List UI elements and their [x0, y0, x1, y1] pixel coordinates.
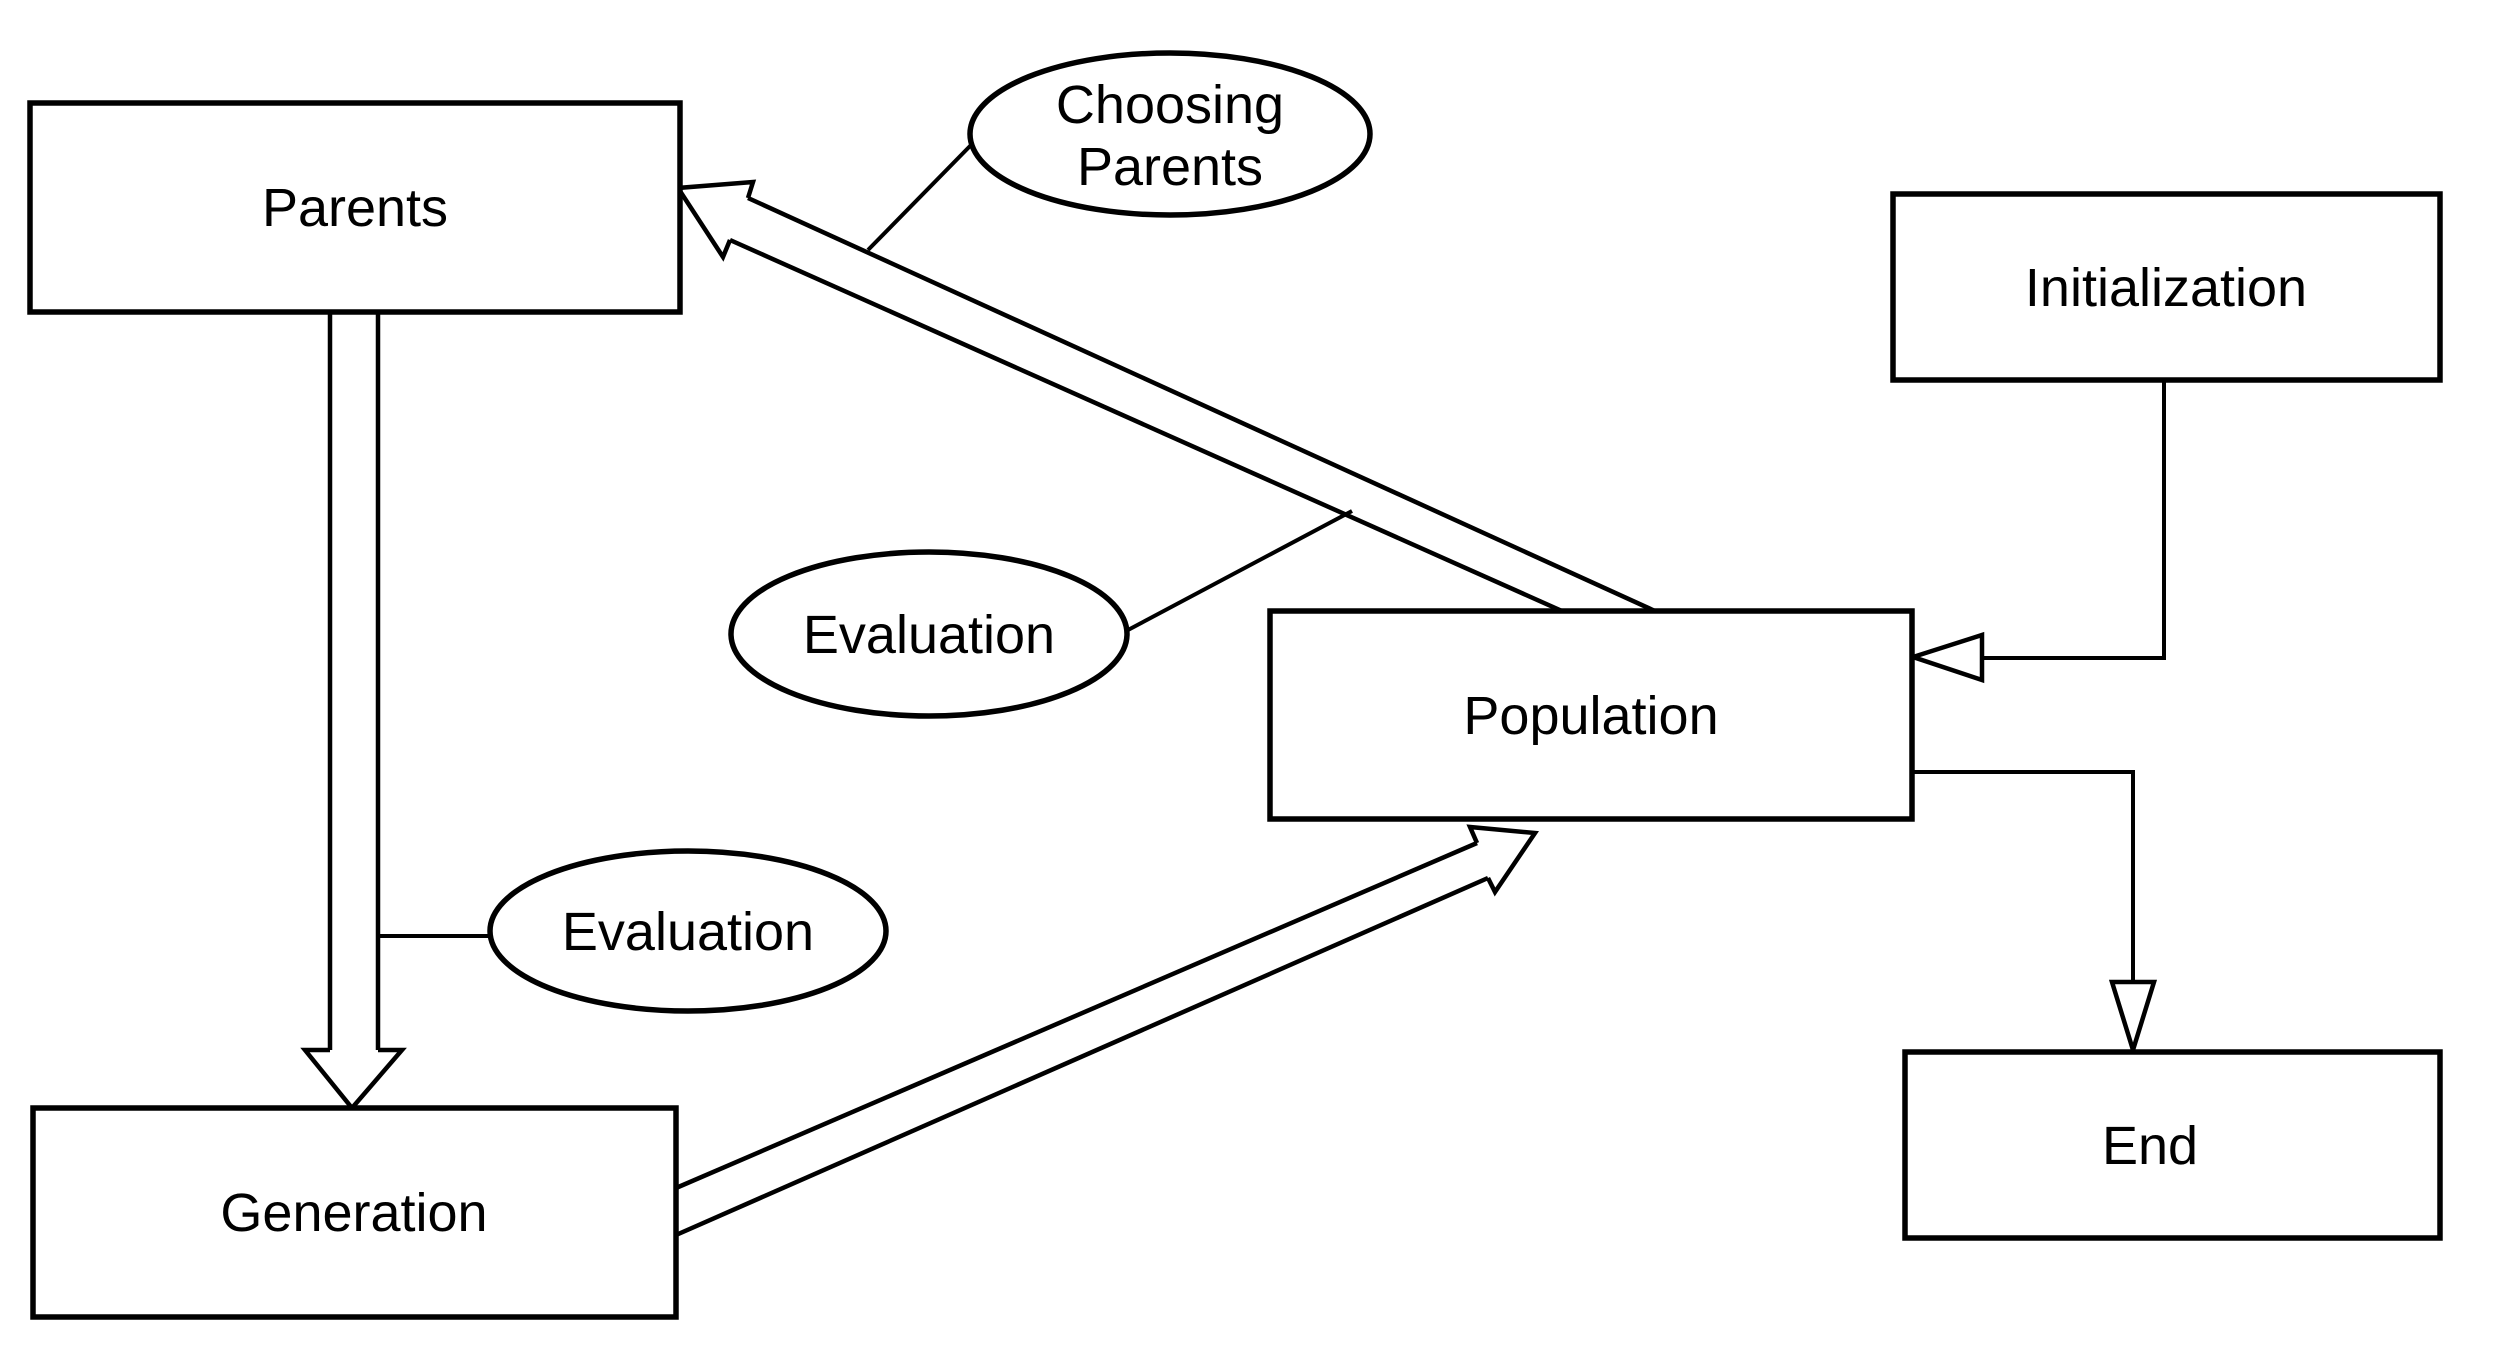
choosing-parents-label-line2: Parents: [1077, 137, 1263, 197]
node-initialization: Initialization: [1890, 191, 2443, 383]
parents-label: Parents: [262, 178, 448, 238]
node-population: Population: [1267, 608, 1915, 822]
edge-population-to-parents: [674, 179, 1656, 614]
node-end: End: [1902, 1049, 2443, 1241]
edge-parents-to-generation: [300, 312, 407, 1112]
edge-generation-to-population: [675, 824, 1539, 1238]
node-parents: Parents: [27, 100, 683, 315]
evaluation-bottom-ellipse: [487, 848, 889, 1014]
connector-line: [1912, 770, 2135, 982]
edge-population-to-end: [1912, 770, 2158, 1058]
population-label: Population: [1463, 686, 1718, 746]
generation-label: Generation: [220, 1183, 487, 1243]
population-box: [1267, 608, 1915, 822]
connector-evaluation-top-label: [1127, 509, 1353, 632]
evaluation-bottom-label: Evaluation: [562, 902, 814, 962]
end-box: [1902, 1049, 2443, 1241]
node-evaluation-top: Evaluation: [728, 549, 1130, 719]
connector-line: [1982, 380, 2166, 660]
choosing-parents-label-line1: Choosing: [1056, 75, 1284, 135]
evaluation-top-ellipse: [728, 549, 1130, 719]
triangle-arrowhead-icon: [2108, 979, 2158, 1058]
end-label: End: [2102, 1116, 2198, 1176]
arrow-shaft-line: [747, 195, 1656, 614]
arrow-shaft-line: [675, 840, 1478, 1191]
arrow-shaft-line: [675, 875, 1489, 1238]
initialization-label: Initialization: [2025, 258, 2307, 318]
initialization-box: [1890, 191, 2443, 383]
edge-initialization-to-population: [1905, 380, 2166, 684]
node-evaluation-bottom: Evaluation: [487, 848, 889, 1014]
parents-box: [27, 100, 683, 315]
open-arrowhead-icon: [1466, 824, 1539, 897]
open-arrowhead-icon: [300, 1047, 407, 1112]
generation-box: [30, 1105, 679, 1320]
evaluation-top-label: Evaluation: [803, 605, 1055, 665]
choosing-parents-ellipse: [967, 50, 1373, 218]
node-choosing-parents: Choosing Parents: [967, 50, 1373, 218]
node-generation: Generation: [30, 1105, 679, 1320]
arrow-shaft-line: [729, 237, 1563, 614]
triangle-arrowhead-icon: [1905, 631, 1985, 684]
connector-choosing-parents-label: [866, 140, 976, 252]
